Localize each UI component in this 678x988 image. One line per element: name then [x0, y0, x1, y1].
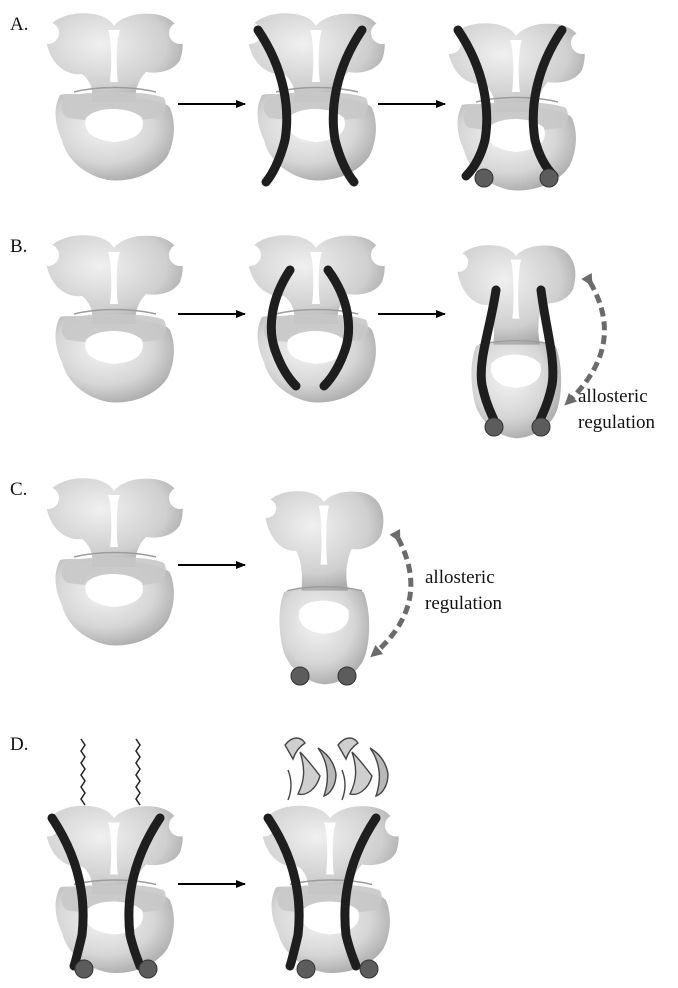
bead-d1-right — [139, 960, 157, 978]
complex-a3 — [439, 23, 593, 190]
bead-d1-left — [75, 960, 93, 978]
panel-label-c: C. — [10, 479, 27, 500]
folded-domain-left — [285, 738, 336, 800]
complex-c2 — [257, 491, 383, 684]
bead-d2-right — [360, 960, 378, 978]
panel-a: A. — [10, 13, 593, 190]
tether-d1-left — [81, 739, 85, 805]
panel-b: B. allosteric regulation — [10, 235, 656, 438]
panel-label-a: A. — [10, 14, 28, 35]
folded-domain-right — [338, 738, 388, 800]
bead-a3-left — [475, 169, 493, 187]
allosteric-label-b-line2: regulation — [578, 412, 656, 433]
allosteric-label-c-line2: regulation — [425, 593, 503, 614]
panel-label-b: B. — [10, 236, 27, 257]
bead-c2-right — [338, 667, 356, 685]
bead-b3-right — [532, 418, 550, 436]
bead-a3-right — [540, 169, 558, 187]
complex-b1 — [37, 235, 191, 402]
panel-c: C. allosteric regulation — [10, 478, 503, 685]
panel-label-d: D. — [10, 734, 28, 755]
complex-b2 — [239, 235, 393, 402]
bead-b3-left — [485, 418, 503, 436]
bead-d2-left — [297, 960, 315, 978]
allosteric-arrow-b — [568, 282, 604, 402]
allosteric-label-b-line1: allosteric — [578, 386, 648, 407]
allosteric-label-c-line1: allosteric — [425, 567, 495, 588]
allosteric-arrow-c — [374, 538, 411, 654]
complex-c1 — [37, 478, 191, 645]
complex-a1 — [37, 13, 191, 180]
panel-d: D. — [10, 734, 407, 978]
bead-c2-left — [291, 667, 309, 685]
tether-d1-right — [136, 739, 140, 805]
complex-b3 — [449, 245, 575, 438]
